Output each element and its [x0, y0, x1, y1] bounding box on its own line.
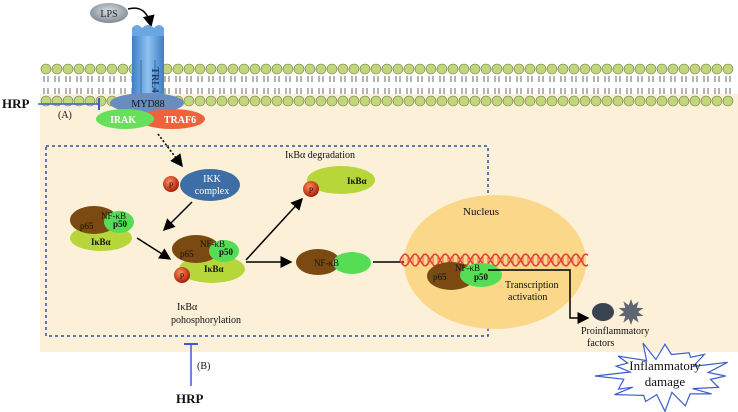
free-nfkb-label: NF-κB: [314, 258, 339, 268]
nfkb-ikba-complex-1: [70, 206, 134, 251]
ikk-phospho-label: P: [169, 181, 174, 190]
nuclear-nfkb: [427, 262, 502, 290]
complex2-p65: p65: [180, 249, 194, 259]
complex2-p50: p50: [219, 247, 234, 257]
complex2-phospho-p: [174, 267, 190, 283]
nucleus-label: Nucleus: [463, 206, 499, 218]
lps-label: LPS: [100, 9, 117, 20]
complex2-ikba: IκBα: [204, 264, 224, 274]
myd88-label: MYD88: [131, 99, 164, 110]
transcription-label-2: activation: [508, 292, 547, 303]
complex2-nfkb: NF-κB: [200, 239, 225, 249]
phosphorylation-label-2: pohosphorylation: [171, 315, 241, 326]
traf6-label: TRAF6: [164, 115, 196, 126]
proinflammatory-label-1: Proinflammatory: [581, 326, 649, 337]
nucleus: [404, 195, 586, 329]
phosphorylation-label-1: IκBα: [177, 302, 198, 313]
transcription-arrow: [488, 269, 590, 324]
inflammatory-damage-burst: [594, 342, 728, 412]
nuclear-p65: p65: [433, 272, 447, 282]
tlr4-label: TRL4: [149, 67, 160, 93]
inflammatory-label-1: Inflammatory: [629, 358, 701, 373]
degraded-ikba-label: IκBα: [347, 176, 367, 186]
complex2-phospho-label: P: [180, 272, 185, 281]
proinflammatory-factor-2: [618, 299, 644, 325]
complex1-p65: p65: [80, 221, 94, 231]
lps-node: [90, 3, 128, 23]
nuclear-nfkb-label: NF-κB: [455, 263, 480, 273]
marker-b: (B): [197, 361, 210, 372]
ikk-label-1: IKK: [203, 174, 222, 185]
degraded-ikba-node: [307, 166, 375, 194]
marker-a: (A): [58, 110, 72, 121]
dna-helix: [399, 253, 589, 267]
irak-to-ikk-arrow: [157, 133, 183, 168]
irak-label: IRAK: [110, 115, 136, 126]
degraded-phospho-p: [303, 181, 319, 197]
inflammatory-label-2: damage: [645, 374, 686, 389]
myd88-node: [110, 93, 184, 113]
complex1-ikba: IκBα: [91, 237, 111, 247]
proinflammatory-label-2: factors: [587, 338, 614, 349]
ikba-degradation-label: IκBα degradation: [285, 150, 355, 161]
tlr4-receptor: [132, 25, 164, 102]
to-degradation-arrow: [245, 197, 304, 261]
nuclear-p50: p50: [474, 272, 489, 282]
traf6-node: [139, 109, 205, 129]
ikk-phospho-p: [163, 176, 179, 192]
ikk-to-complex-arrow: [162, 201, 193, 232]
degraded-phospho-label: P: [309, 186, 314, 195]
proinflammatory-factor-1: [592, 303, 614, 321]
lps-arrow: [127, 7, 155, 28]
hrp-a-label: HRP: [2, 96, 30, 111]
hrp-b-label: HRP: [176, 391, 204, 406]
complex1-p50: p50: [113, 219, 128, 229]
irak-node: [96, 109, 154, 129]
free-nfkb: [296, 249, 371, 275]
transcription-label-1: Transcription: [505, 280, 559, 291]
complex1-nfkb: NF-κB: [101, 211, 126, 221]
complex1-to-complex2-arrow: [136, 237, 172, 260]
nfkb-ikba-complex-2: [172, 235, 245, 283]
ikk-complex-node: [180, 169, 240, 201]
ikk-label-2: complex: [195, 186, 229, 197]
